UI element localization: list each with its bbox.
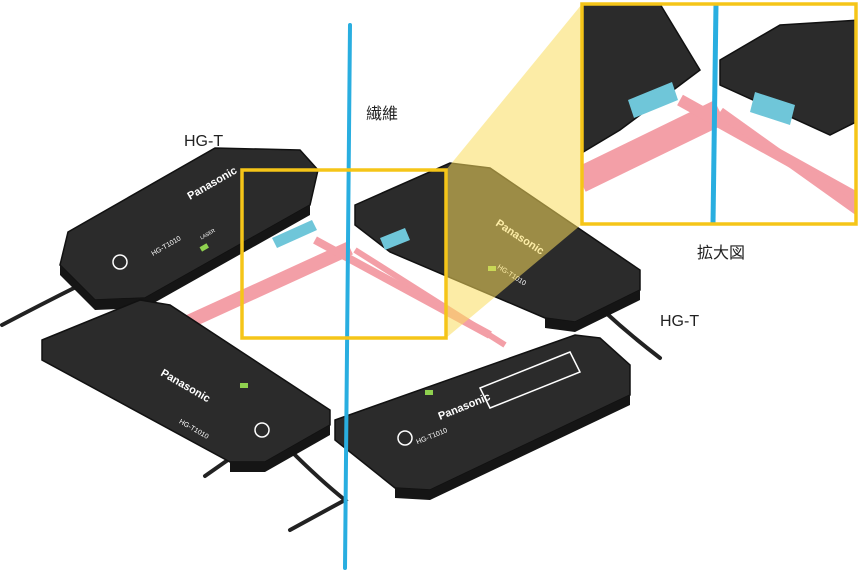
zoom-inset — [580, 2, 858, 226]
laser-led — [199, 243, 209, 252]
ce-mark-icon — [254, 422, 270, 438]
fiber-label: 繊維 — [366, 106, 399, 123]
zoom-fiber-line — [710, 4, 719, 224]
laser-led — [240, 383, 248, 388]
cable-right — [603, 310, 662, 360]
zoom-sensor-right-window — [750, 92, 795, 125]
ce-mark-icon — [112, 254, 128, 270]
ce-mark-icon — [397, 430, 413, 446]
laser-beam-horizontal — [172, 241, 353, 335]
sensor-window — [272, 220, 317, 248]
sensor-hg-t-bottom-left: Panasonic HG-T1010 — [41, 299, 331, 472]
sensor-label-right: HG-T — [660, 313, 700, 330]
sensor-hg-t-top-left: Panasonic HG-T1010 LASER — [59, 147, 319, 310]
enlarged-view-label: 拡大図 — [697, 245, 746, 262]
sensor-side — [230, 425, 330, 472]
zoom-laser-beam-diagonal-2 — [717, 107, 856, 216]
sensor-label-top-left: HG-T — [184, 133, 224, 150]
zoom-sensor-left-window — [628, 82, 678, 118]
fiber-line — [343, 23, 352, 570]
zoom-laser-beam-horizontal — [582, 100, 726, 192]
alignment-box — [478, 351, 582, 409]
sensor-side — [60, 205, 310, 310]
zoom-fan — [446, 4, 582, 338]
go-led — [425, 390, 433, 395]
sensor-hg-t-bottom-right: Panasonic HG-T1010 — [334, 334, 631, 500]
zoom-sensor-right — [719, 19, 856, 136]
zoom-inset-frame — [580, 2, 858, 226]
cable-bottom-right — [288, 448, 349, 532]
zoom-sensor-left — [582, 4, 701, 154]
highlight-frame — [240, 168, 448, 340]
sensor-side — [545, 290, 640, 332]
sensor-side — [395, 395, 630, 500]
sensor-window — [380, 228, 410, 250]
laser-beam-diagonal-2 — [353, 247, 507, 348]
cable-top-left — [0, 283, 82, 327]
